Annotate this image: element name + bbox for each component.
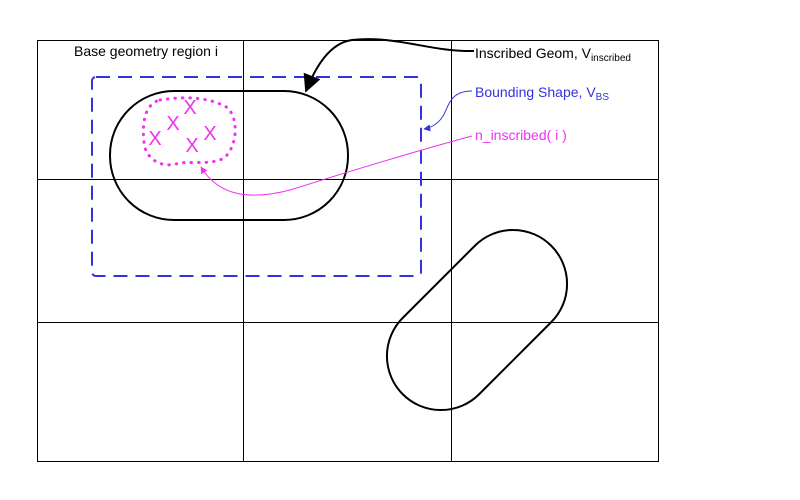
sample-marker: X — [183, 97, 197, 119]
bounding-label-main: Bounding Shape, V — [475, 84, 596, 100]
inscribed-label: Inscribed Geom, Vinscribed — [475, 45, 631, 64]
inscribed-label-sub: inscribed — [590, 53, 631, 64]
bounding-label: Bounding Shape, VBS — [475, 84, 609, 103]
inscribed-arrow — [303, 38, 475, 93]
sample-marker: X — [148, 128, 162, 150]
bounding-label-sub: BS — [595, 92, 609, 103]
bounding-arrow — [423, 90, 473, 132]
bounding-shape — [91, 76, 422, 277]
region-label: Base geometry region i — [74, 43, 218, 59]
n-inscribed-label: n_inscribed( i ) — [475, 127, 567, 143]
inscribed-label-main: Inscribed Geom, V — [475, 45, 591, 61]
inscribed-shape — [109, 90, 349, 221]
sample-marker: X — [185, 135, 199, 157]
sample-marker: X — [203, 123, 217, 145]
sample-cluster-outline — [141, 96, 237, 167]
n-inscribed-arrow — [200, 135, 473, 196]
grid-border — [37, 40, 659, 462]
rotated-shape — [385, 228, 569, 412]
sample-marker: X — [166, 113, 180, 135]
grid — [37, 40, 659, 462]
